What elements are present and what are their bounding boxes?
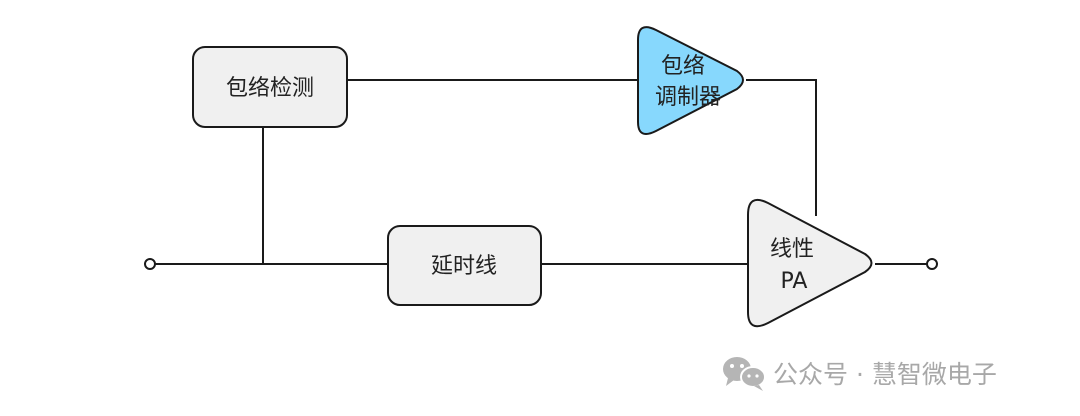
delay-line-block: 延时线 — [387, 225, 542, 306]
modulator-to-pa-wire — [746, 79, 817, 216]
input-terminal — [144, 258, 156, 270]
watermark-text: 公众号 · 慧智微电子 — [773, 360, 997, 389]
linear-pa-label-1: 线性 — [770, 237, 814, 262]
delay-line-label: 延时线 — [431, 254, 497, 279]
envelope-detector-label: 包络检测 — [226, 76, 314, 101]
envelope-modulator-label-1: 包络 — [661, 54, 705, 79]
linear-pa-block: 线性 PA — [747, 199, 873, 328]
envelope-modulator-label-2: 调制器 — [655, 85, 721, 110]
watermark: 公众号 · 慧智微电子 — [723, 357, 997, 391]
envelope-modulator-block: 包络 调制器 — [637, 26, 744, 135]
output-terminal — [926, 258, 938, 270]
linear-pa-label-2: PA — [781, 269, 808, 294]
wechat-icon — [723, 357, 766, 391]
envelope-detector-block: 包络检测 — [192, 46, 348, 128]
